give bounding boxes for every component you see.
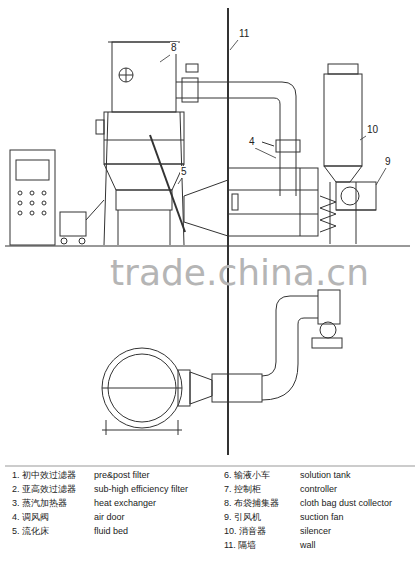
callout-number: 4 xyxy=(248,136,256,148)
table-cell: silencer xyxy=(300,526,331,536)
suction-fan xyxy=(336,182,376,210)
watermark: trade.china.cn xyxy=(110,252,369,293)
table-cell: 7. 控制柜 xyxy=(224,484,261,494)
exhaust-duct xyxy=(176,64,300,196)
table-cell: suction fan xyxy=(300,512,344,522)
table-cell: air door xyxy=(94,512,125,522)
table-cell: fluid bed xyxy=(94,526,128,536)
plan-view xyxy=(102,290,342,435)
table-cell: 6. 输液小车 xyxy=(224,470,270,480)
table-cell: 3. 蒸汽加热器 xyxy=(12,498,67,508)
fluid-bed-tower xyxy=(96,42,185,245)
table-cell: pre&post filter xyxy=(94,470,150,480)
callout-number: 8 xyxy=(170,42,178,54)
control-cabinet xyxy=(10,150,55,245)
table-cell: wall xyxy=(300,540,316,550)
table-cell: 1. 初中效过滤器 xyxy=(12,470,76,480)
table-cell: cloth bag dust collector xyxy=(300,498,392,508)
table-cell: 10. 消音器 xyxy=(224,526,266,536)
callout-number: 11 xyxy=(238,28,250,40)
silencer xyxy=(320,64,362,244)
leader-lines xyxy=(160,40,386,185)
table-cell: 11. 隔墙 xyxy=(224,540,256,550)
table-cell: heat exchanger xyxy=(94,498,156,508)
table-cell: 5. 流化床 xyxy=(12,526,49,536)
table-cell: 9. 引风机 xyxy=(224,512,261,522)
table-rule xyxy=(5,466,415,467)
table-cell: 2. 亚高效过滤器 xyxy=(12,484,76,494)
floor-line xyxy=(5,246,410,247)
table-cell: controller xyxy=(300,484,337,494)
solution-tank xyxy=(60,200,104,244)
heat-exchanger xyxy=(184,168,318,236)
table-cell: 8. 布袋捕集器 xyxy=(224,498,279,508)
table-cell: 4. 调风阀 xyxy=(12,512,49,522)
table-cell: sub-high efficiency filter xyxy=(94,484,188,494)
callout-number: 10 xyxy=(366,124,379,136)
table-cell: solution tank xyxy=(300,470,351,480)
callout-number: 9 xyxy=(384,156,392,168)
callout-number: 5 xyxy=(180,166,188,178)
